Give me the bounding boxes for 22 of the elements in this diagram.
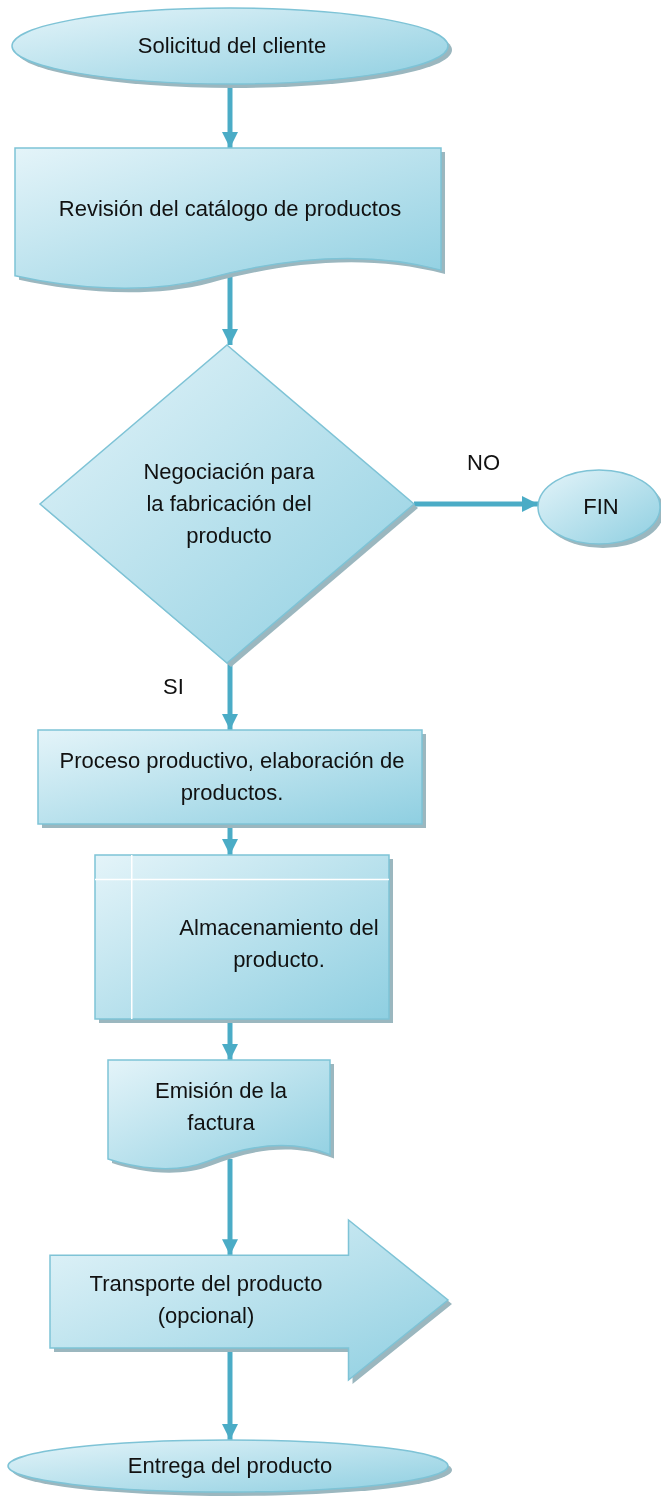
node-label: Negociación para la fabricación del producto bbox=[142, 458, 316, 550]
node-label: Proceso productivo, elaboración de productos. bbox=[58, 747, 406, 807]
document-box bbox=[15, 148, 445, 294]
arrow bbox=[414, 496, 538, 512]
arrow bbox=[222, 663, 238, 730]
node-label: Solicitud del cliente bbox=[137, 32, 327, 61]
node-label: FIN bbox=[583, 493, 619, 522]
node-label: Revisión del catálogo de productos bbox=[58, 195, 402, 224]
decision-diamond bbox=[40, 345, 418, 667]
arrow bbox=[222, 275, 238, 345]
process-box bbox=[38, 730, 426, 828]
document-box bbox=[108, 1060, 334, 1174]
storage-box bbox=[95, 855, 393, 1023]
start-ellipse bbox=[12, 8, 452, 88]
arrow bbox=[222, 1159, 238, 1256]
node-label: Entrega del producto bbox=[127, 1452, 333, 1481]
block-arrow bbox=[50, 1220, 452, 1384]
node-label: Emisión de la factura bbox=[153, 1077, 289, 1137]
node-label: Transporte del producto (opcional) bbox=[88, 1270, 324, 1330]
node-label: Almacenamiento del producto. bbox=[178, 914, 380, 974]
end-ellipse bbox=[538, 470, 661, 548]
end-ellipse bbox=[8, 1440, 452, 1496]
